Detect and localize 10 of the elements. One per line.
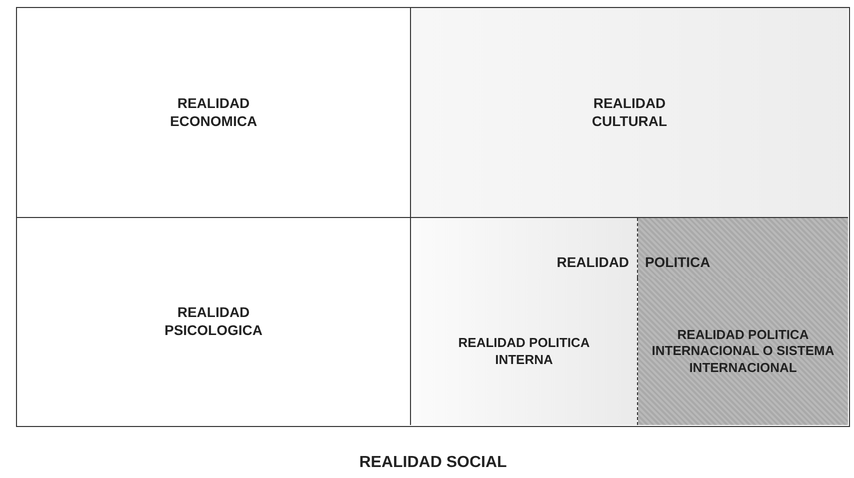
region-label: REALIDAD ECONOMICA — [168, 95, 258, 130]
quadrant-box — [411, 218, 848, 425]
region-label: REALIDAD POLITICA INTERNA — [457, 335, 591, 368]
diagram-caption: REALIDAD SOCIAL — [359, 453, 507, 473]
shaded-region-box — [638, 278, 848, 425]
region-label: REALIDAD POLITICA INTERNACIONAL O SISTEMA INTERNACIONAL — [650, 327, 836, 376]
region-label: REALIDAD CULTURAL — [590, 95, 668, 130]
quadrant-box — [411, 8, 848, 218]
region-heading: REALIDAD POLITICA — [556, 254, 710, 272]
region-label: REALIDAD PSICOLOGICA — [163, 304, 264, 339]
